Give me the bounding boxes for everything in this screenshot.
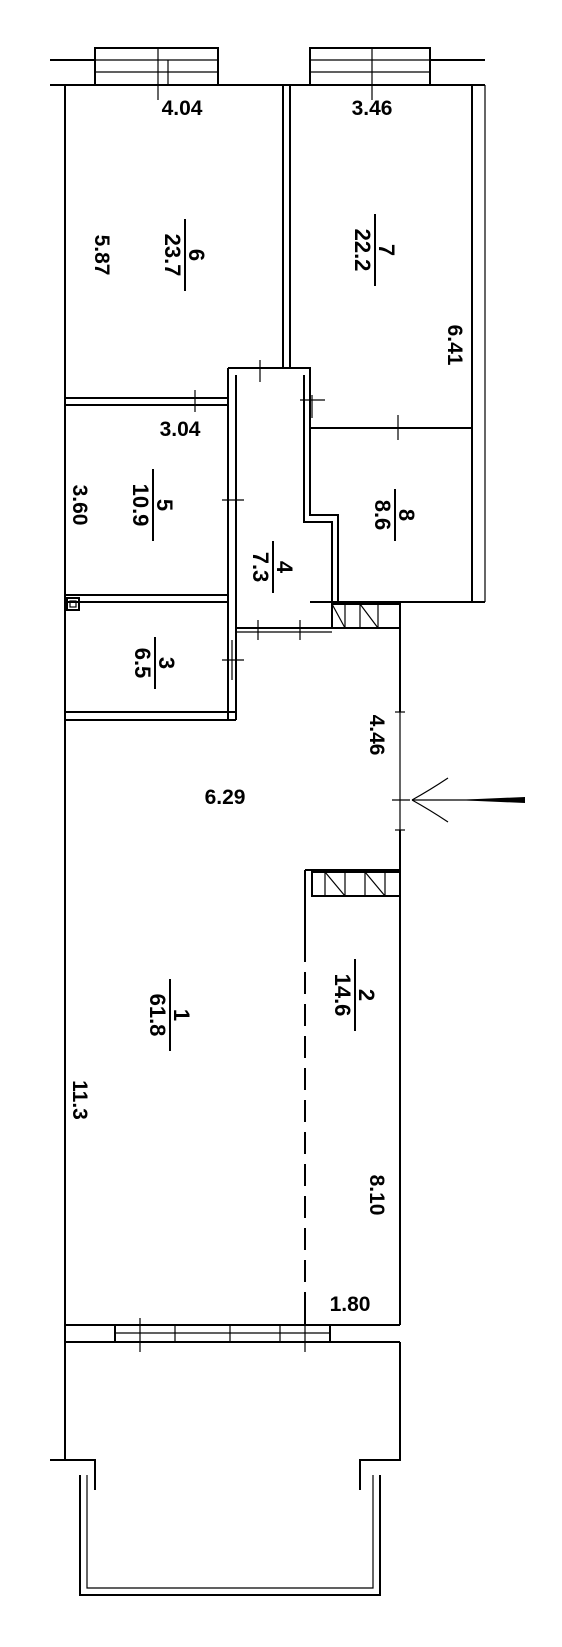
room-number: 8 [394,509,419,521]
room-number: 4 [272,561,297,574]
room-area: 6.5 [130,648,155,679]
dim-room5-width: 3.04 [160,418,201,441]
room-area: 10.9 [128,484,153,527]
dim-room7-width: 3.46 [352,97,393,120]
top-window-right [309,47,431,100]
dim-room7-depth: 6.41 [443,325,466,366]
dim-room2-depth: 8.10 [365,1175,388,1216]
room-area: 7.3 [248,552,273,583]
ventilation-shaft-upper [331,603,401,629]
room-8-label: 8 8.6 [370,489,419,541]
room-area: 8.6 [370,500,395,531]
room-number: 6 [184,249,209,261]
room-5-label: 5 10.9 [128,469,177,541]
room-4-label: 4 7.3 [248,541,297,593]
room-area: 22.2 [350,229,375,272]
small-column [66,597,80,611]
dim-room6-depth: 5.87 [90,235,113,276]
top-window-left [94,47,219,100]
dim-entry-width: 4.46 [365,715,388,756]
room-number: 3 [154,657,179,669]
dim-room2-width: 1.80 [330,1293,371,1316]
room-area: 23.7 [160,234,185,277]
bottom-window [114,1324,331,1343]
entrance-arrow-icon [411,777,525,823]
room-area: 14.6 [330,974,355,1017]
dim-living-width: 6.29 [205,786,246,809]
room-number: 1 [169,1009,194,1021]
room-2-label: 2 14.6 [330,959,379,1031]
outer-walls [50,48,486,1343]
room-number: 7 [374,244,399,256]
room-area: 61.8 [145,994,170,1037]
room-1-label: 1 61.8 [145,979,194,1051]
room-6-label: 6 23.7 [160,219,209,291]
door-markers [139,360,410,1352]
balcony [50,1342,401,1596]
dim-room6-width: 4.04 [162,97,203,120]
dim-living-depth: 11.3 [68,1080,91,1120]
room-7-label: 7 22.2 [350,214,399,286]
dim-room5-depth: 3.60 [68,485,91,526]
interior-walls [65,85,472,1325]
room-number: 2 [354,989,379,1001]
room-number: 5 [152,499,177,511]
ventilation-shaft-lower [311,871,401,897]
room-3-label: 3 6.5 [130,637,179,689]
